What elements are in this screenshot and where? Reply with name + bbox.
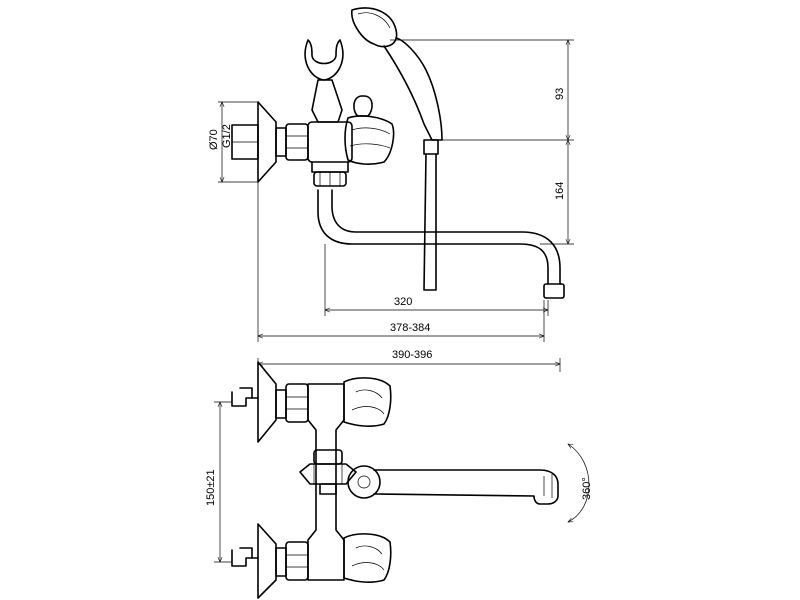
dim-total-reach-bottom: 390-396 [392,349,432,361]
hand-shower [351,7,443,291]
front-view [214,358,590,599]
dim-center-distance: 150±21 [205,469,217,506]
dim-thread: G1/2 [221,124,233,148]
handle-top [344,95,395,165]
upper-flange [231,361,309,443]
dim-rotation: 360° [581,477,593,500]
dimension-lines-top [218,40,574,342]
lower-flange [231,523,309,599]
wall-flange [231,101,277,183]
dim-spout-height: 164 [554,182,566,200]
connection-nut [275,123,309,161]
shower-holder [304,39,344,123]
dimension-lines-bottom [214,358,590,562]
upper-handle [343,377,392,427]
lower-handle [343,533,392,583]
dim-outlet-diameter: Ø70 [208,129,220,150]
front-body [307,383,345,581]
dim-shower-height: 93 [554,88,566,100]
side-view [218,7,574,342]
spout [317,189,565,299]
diverter [299,449,357,495]
spout-front [347,465,559,505]
dim-total-reach-top: 378-384 [390,322,430,334]
dim-spout-reach: 320 [394,296,412,308]
